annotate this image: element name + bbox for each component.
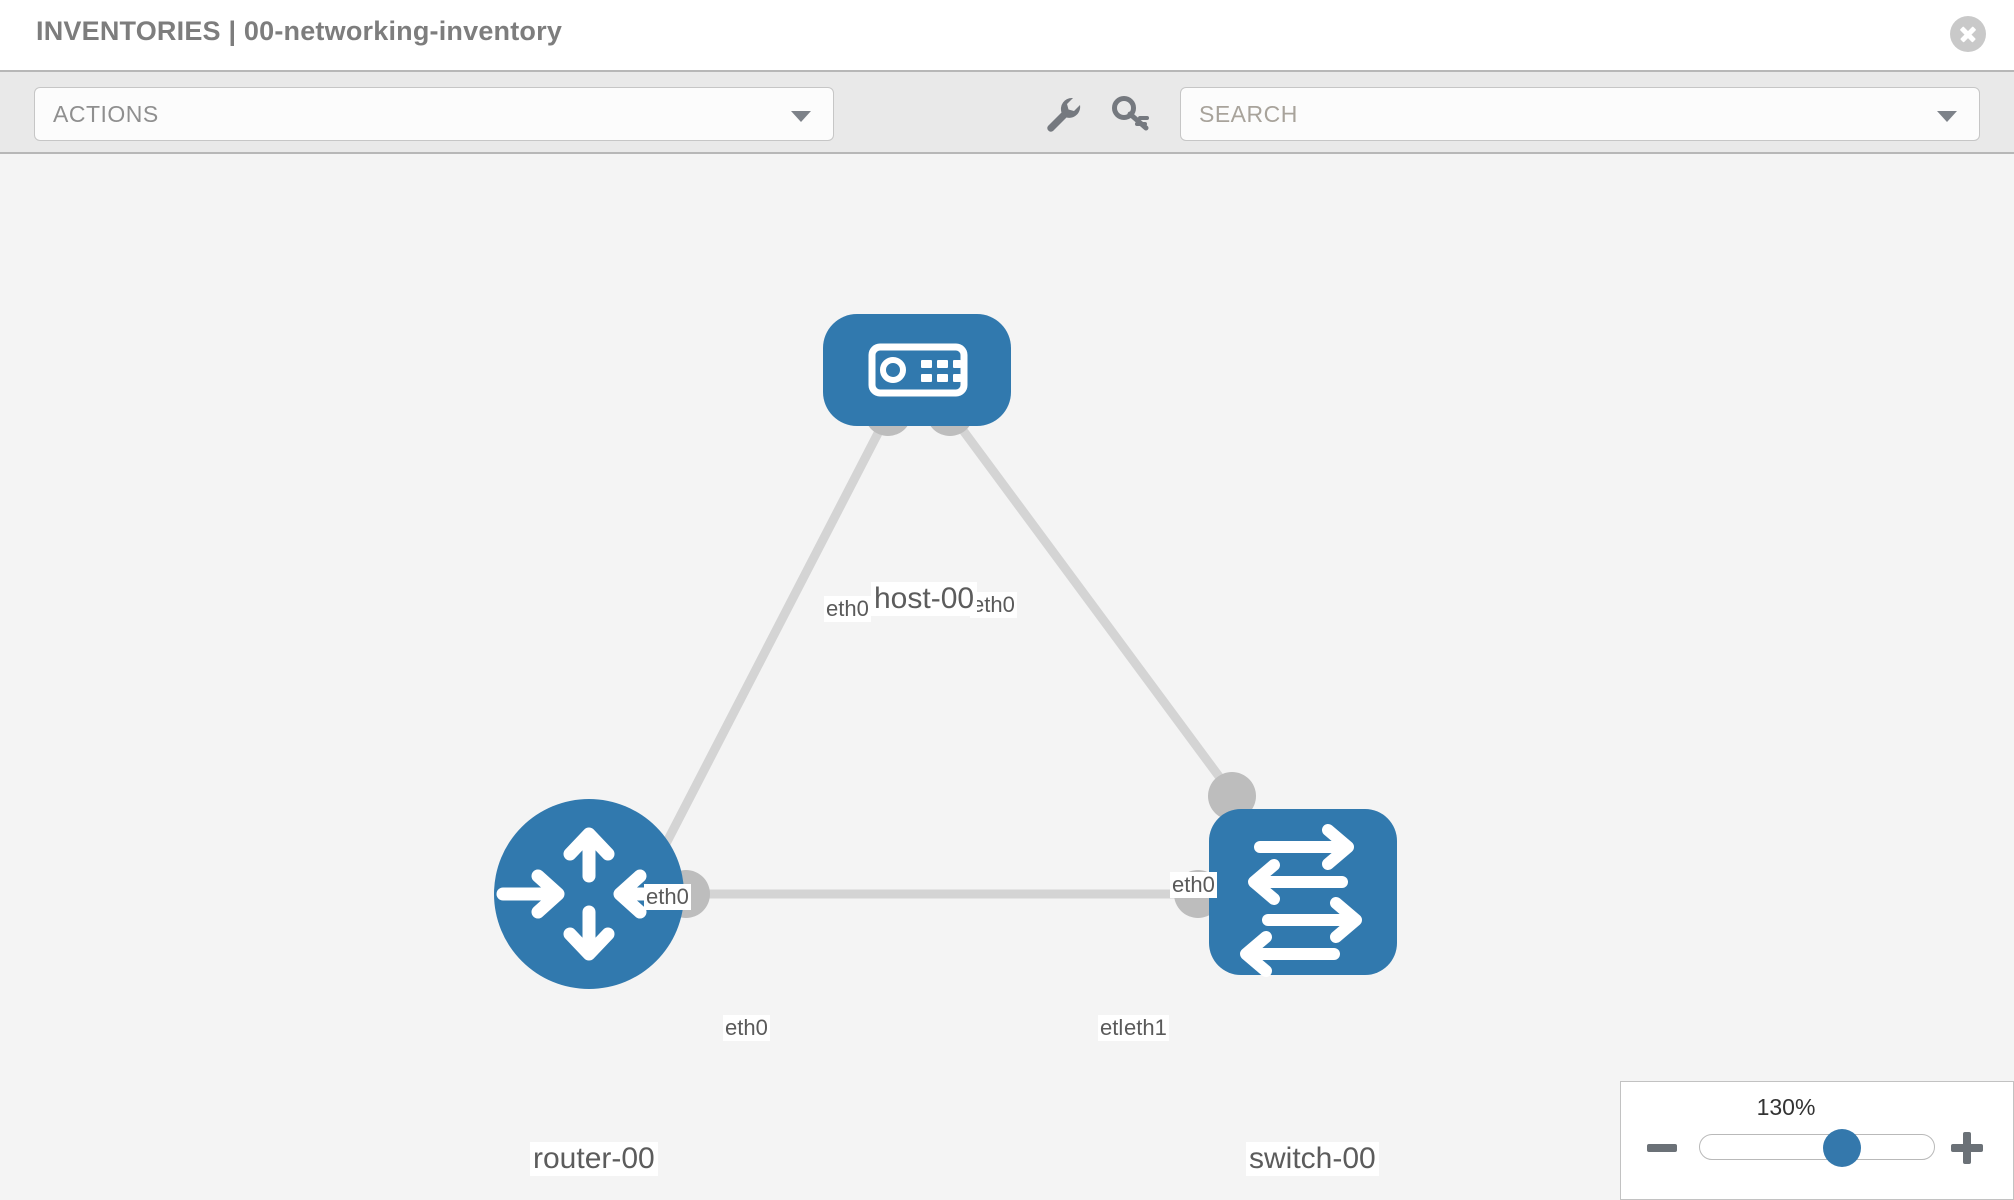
wrench-icon[interactable] — [1042, 94, 1084, 134]
search-placeholder: SEARCH — [1199, 101, 1298, 127]
zoom-slider-thumb[interactable] — [1822, 1129, 1861, 1167]
edge-label: eth0 — [970, 592, 1017, 618]
zoom-control-panel: 130% — [1620, 1081, 2014, 1200]
node-switch-00[interactable] — [1209, 809, 1397, 977]
chevron-down-icon[interactable] — [1937, 111, 1957, 122]
server-icon — [868, 343, 968, 397]
close-icon[interactable] — [1950, 16, 1986, 52]
node-router-00[interactable] — [494, 799, 684, 989]
topology-graph — [494, 314, 1397, 989]
actions-dropdown[interactable]: ACTIONS — [34, 87, 834, 141]
node-label-host-00: host-00 — [871, 582, 978, 616]
edge-label: eth1 — [1122, 1015, 1169, 1041]
minus-icon[interactable] — [1647, 1144, 1677, 1152]
zoom-level-label: 130% — [1756, 1094, 1816, 1120]
edge-router-host — [636, 407, 894, 897]
edge-label: etl — [1098, 1015, 1126, 1041]
plus-icon[interactable] — [1951, 1132, 1983, 1164]
page-header: INVENTORIES | 00-networking-inventory — [0, 0, 2014, 70]
search-input[interactable]: SEARCH — [1180, 87, 1980, 141]
edge-label: eth0 — [644, 884, 691, 910]
switch-arrows-icon — [1240, 824, 1362, 977]
page-title: INVENTORIES | 00-networking-inventory — [36, 16, 563, 46]
topology-canvas[interactable]: eth0 eth0 eth0 eth0 eth0 etl eth1 host-0… — [0, 154, 2014, 1200]
edge-label: eth0 — [723, 1015, 770, 1041]
toolbar: ACTIONS SEARCH — [0, 70, 2014, 154]
router-arrows-icon — [496, 827, 682, 961]
edge-label: eth0 — [824, 596, 871, 622]
chevron-down-icon — [791, 111, 811, 122]
edge-label: eth0 — [1170, 872, 1217, 898]
port-nub-switch-topleft — [1208, 772, 1256, 820]
edge-host-switch — [944, 407, 1236, 797]
actions-dropdown-label: ACTIONS — [53, 101, 159, 127]
node-host-00[interactable] — [823, 314, 1011, 426]
node-label-switch-00: switch-00 — [1246, 1142, 1379, 1176]
node-label-router-00: router-00 — [530, 1142, 658, 1176]
zoom-slider[interactable] — [1699, 1129, 1935, 1167]
key-icon[interactable] — [1110, 94, 1152, 134]
